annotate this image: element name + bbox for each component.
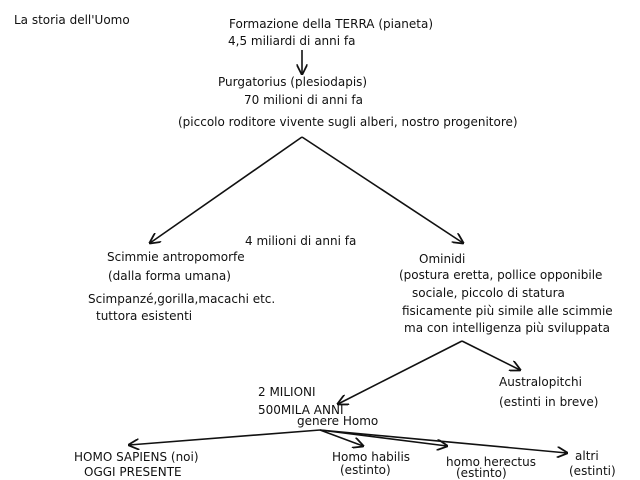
node-habilis-status: (estinto)	[340, 463, 391, 477]
node-ominidi-desc-2: sociale, piccolo di statura	[412, 286, 565, 300]
node-australopitechi-status: (estinti in breve)	[499, 395, 599, 409]
arrow-homo-to-altri	[319, 429, 567, 453]
node-ominidi-desc-1: (postura eretta, pollice opponibile	[399, 268, 603, 282]
time-label-500mila: 500MILA ANNI	[258, 403, 344, 417]
node-australopitechi-title: Australopitchi	[499, 375, 582, 389]
node-herectus-title: homo herectus	[446, 455, 536, 469]
node-scimmie-examples: Scimpanzé,gorilla,macachi etc.	[88, 292, 276, 306]
node-altri-status: (estinti)	[569, 464, 616, 478]
arrow-purgatorius-to-ominidi	[301, 136, 463, 243]
arrow-homo-to-sapiens	[129, 429, 321, 445]
time-label-4-milioni: 4 milioni di anni fa	[245, 234, 357, 248]
node-scimmie-status: tuttora esistenti	[96, 309, 193, 323]
node-sapiens-title: HOMO SAPIENS (noi)	[74, 450, 199, 464]
node-ominidi-desc-3: fisicamente più simile alle scimmie	[402, 304, 613, 318]
node-ominidi-title: Ominidi	[419, 252, 466, 266]
arrow-ominidi-to-australopitechi	[461, 340, 520, 370]
node-sapiens-status: OGGI PRESENTE	[84, 465, 182, 479]
arrow-purgatorius-to-scimmie	[150, 136, 303, 243]
page-title: La storia dell'Uomo	[14, 13, 130, 27]
node-purgatorius-desc: (piccolo roditore vivente sugli alberi, …	[178, 115, 518, 129]
node-terra-time: 4,5 miliardi di anni fa	[228, 34, 356, 48]
arrow-ominidi-to-homo	[338, 340, 463, 404]
node-terra-title: Formazione della TERRA (pianeta)	[229, 17, 434, 31]
node-genere-homo: genere Homo	[297, 414, 379, 428]
arrow-homo-to-habilis	[319, 429, 363, 446]
node-purgatorius-title: Purgatorius (plesiodapis)	[218, 75, 368, 89]
node-scimmie-subtitle: (dalla forma umana)	[108, 269, 231, 283]
node-scimmie-title: Scimmie antropomorfe	[107, 250, 245, 264]
node-purgatorius-time: 70 milioni di anni fa	[244, 93, 363, 107]
node-ominidi-desc-4: ma con intelligenza più sviluppata	[404, 321, 610, 335]
node-habilis-title: Homo habilis	[332, 450, 411, 464]
node-herectus-status: (estinto)	[456, 466, 507, 480]
time-label-2-milioni: 2 MILIONI	[258, 385, 316, 399]
node-altri-title: altri	[575, 449, 599, 463]
